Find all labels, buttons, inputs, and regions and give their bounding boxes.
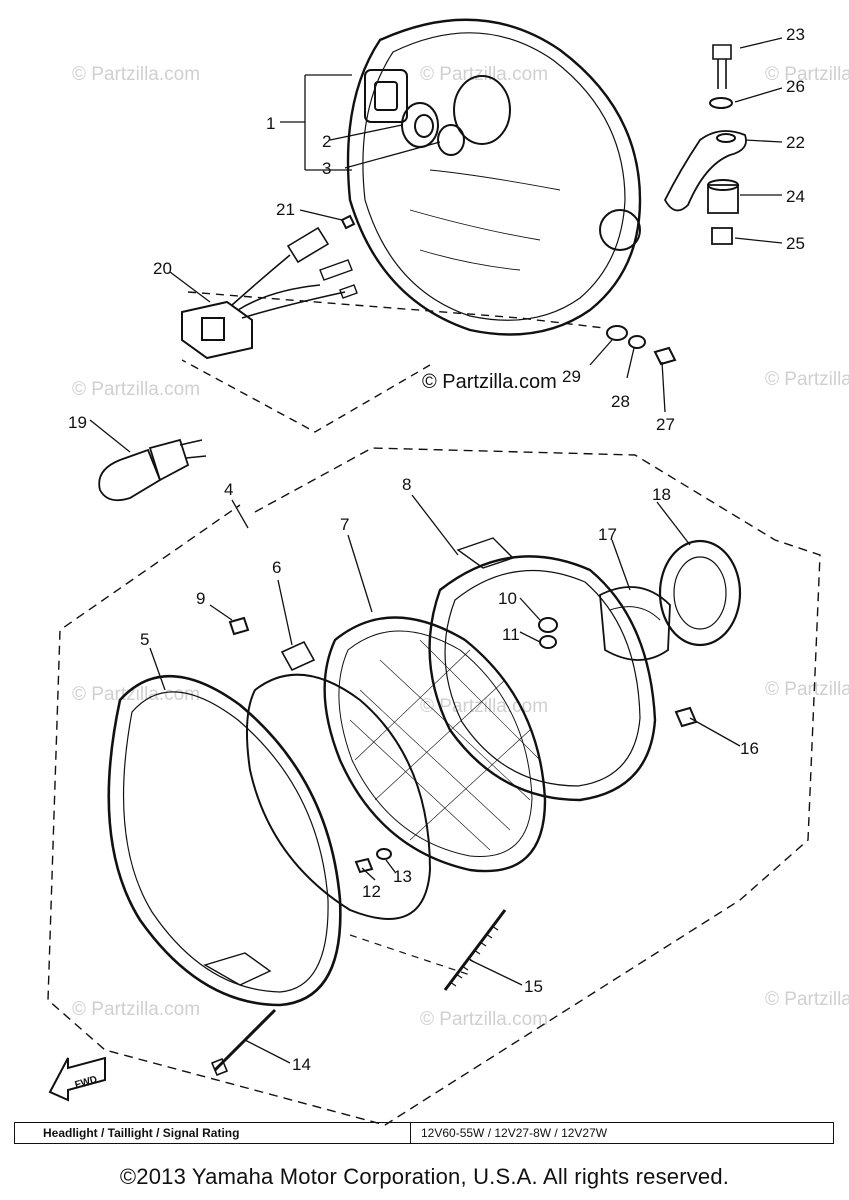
nut-part-16	[674, 706, 698, 728]
bulb-part-19	[98, 438, 207, 502]
callout-4: 4	[224, 480, 233, 499]
callout-25: 25	[786, 234, 805, 253]
callout-28: 28	[611, 392, 630, 411]
watermark-center: © Partzilla.com	[422, 371, 557, 393]
cap-part-3	[437, 124, 465, 156]
dashed-leader	[349, 934, 471, 976]
lens-unit-part-7	[323, 616, 547, 873]
watermark-text: © Partzilla.com	[72, 64, 200, 85]
callout-17: 17	[598, 525, 617, 544]
callout-20: 20	[153, 259, 172, 278]
rating-value: 12V60-55W / 12V27-8W / 12V27W	[421, 1126, 608, 1140]
callout-7: 7	[340, 515, 349, 534]
ring-part-6	[245, 640, 432, 920]
callout-3: 3	[322, 159, 331, 178]
washer-part-26	[709, 97, 733, 109]
rating-table: Headlight / Taillight / Signal Rating 12…	[14, 1122, 834, 1144]
washer-part-29	[606, 325, 628, 341]
callout-10: 10	[498, 589, 517, 608]
socket-cord-part-20	[181, 226, 358, 360]
callout-1: 1	[266, 114, 275, 133]
callout-13: 13	[393, 867, 412, 886]
screw-part-21	[340, 214, 356, 230]
fwd-label: FWD	[74, 1074, 99, 1091]
bracket-part-22	[663, 130, 747, 212]
callout-19: 19	[68, 413, 87, 432]
watermark-text: © Partzilla.com	[72, 684, 200, 705]
washer-part-28	[628, 335, 646, 349]
callout-14: 14	[292, 1055, 311, 1074]
callout-12: 12	[362, 882, 381, 901]
dashed-outline-housing	[181, 291, 605, 433]
callout-6: 6	[272, 558, 281, 577]
bolt-part-23	[712, 44, 732, 89]
watermark-text: © Partzilla.com	[765, 64, 849, 85]
callout-22: 22	[786, 133, 805, 152]
nut-part-12	[354, 857, 374, 874]
callout-15: 15	[524, 977, 543, 996]
watermark-text: © Partzilla.com	[72, 999, 200, 1020]
callout-8: 8	[402, 475, 411, 494]
watermark-text: © Partzilla.com	[420, 696, 548, 717]
bracket-assembly	[663, 44, 747, 245]
watermark-layer: © Partzilla.com © Partzilla.com © Partzi…	[72, 64, 849, 1030]
callout-9: 9	[196, 589, 205, 608]
watermark-text: © Partzilla.com	[420, 64, 548, 85]
callout-26: 26	[786, 77, 805, 96]
cover-part-18	[658, 539, 742, 647]
screw-part-15	[443, 909, 507, 991]
callout-2: 2	[322, 132, 331, 151]
screw-part-9	[228, 616, 250, 636]
callout-5: 5	[140, 630, 149, 649]
watermark-text: © Partzilla.com	[765, 369, 849, 390]
bolt-part-27	[653, 346, 677, 366]
callout-11: 11	[502, 625, 520, 644]
watermark-text: © Partzilla.com	[765, 989, 849, 1010]
fwd-arrow-icon	[48, 1056, 106, 1102]
leader-lines	[89, 37, 783, 1064]
headlight-case-part-8	[428, 537, 657, 802]
rating-label: Headlight / Taillight / Signal Rating	[15, 1123, 411, 1143]
copyright-notice: ©2013 Yamaha Motor Corporation, U.S.A. A…	[119, 1164, 730, 1189]
callout-18: 18	[652, 485, 671, 504]
callout-27: 27	[656, 415, 675, 434]
headlight-housing	[346, 18, 642, 336]
dashed-outline-lamp-unit	[47, 447, 821, 1126]
washer-part-13	[376, 848, 392, 860]
watermark-text: © Partzilla.com	[72, 379, 200, 400]
damper-part-24	[707, 184, 739, 214]
callout-16: 16	[740, 739, 759, 758]
watermark-text: © Partzilla.com	[420, 1009, 548, 1030]
callout-layer: 1 2 3 4 5 6 7 8 9 10 11 12 13 14 15 16 1…	[68, 25, 805, 1074]
callout-24: 24	[786, 187, 805, 206]
callout-21: 21	[276, 200, 295, 219]
callout-23: 23	[786, 25, 805, 44]
callout-29: 29	[562, 367, 581, 386]
drawing-layer	[47, 18, 821, 1126]
rim-part-5	[107, 674, 342, 1007]
collar-part-25	[711, 227, 733, 245]
screw-part-14	[210, 1008, 277, 1077]
watermark-text: © Partzilla.com	[765, 679, 849, 700]
grommet-part-2	[401, 102, 439, 148]
